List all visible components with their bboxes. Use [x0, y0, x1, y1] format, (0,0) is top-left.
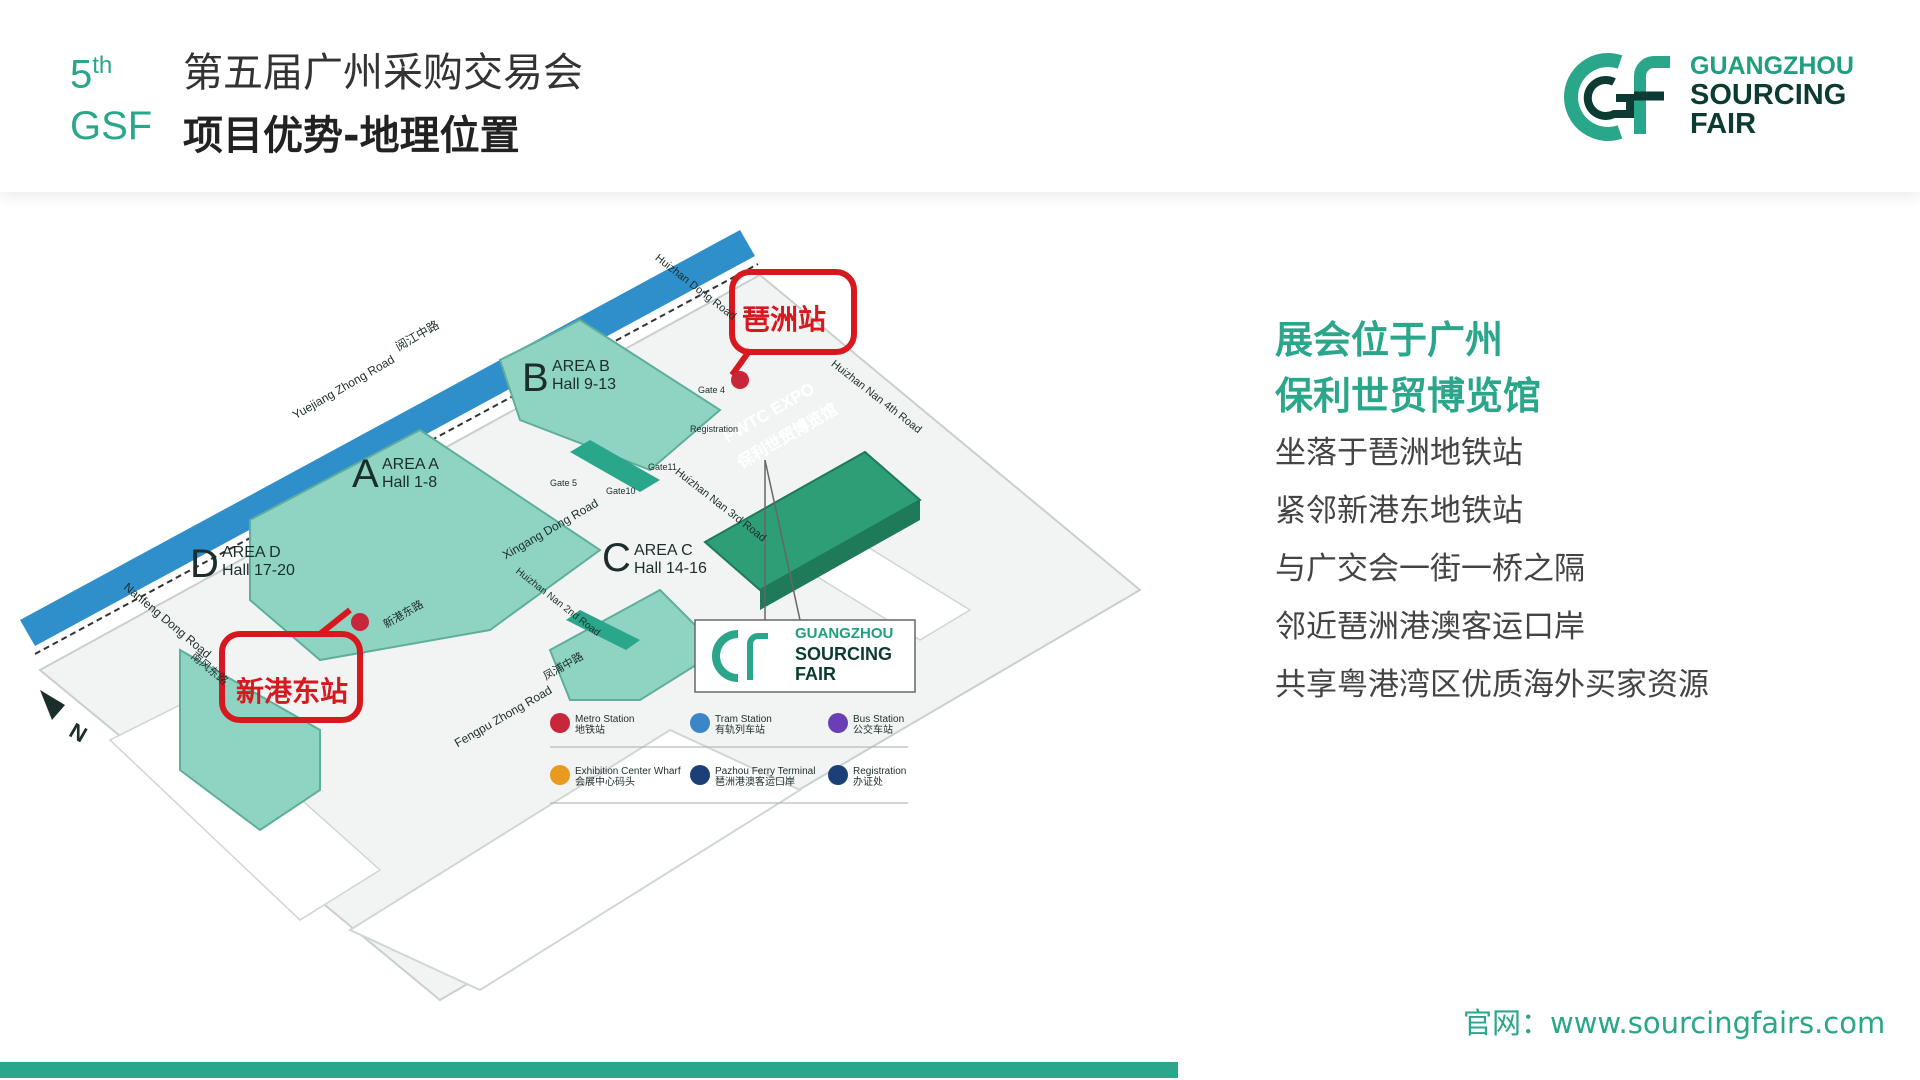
header-bar: 5th GSF 第五届广州采购交易会 项目优势-地理位置 GUANGZHOU S… — [0, 0, 1920, 192]
gate-5-label: Gate 5 — [550, 478, 578, 488]
area-d-name: AREA D — [222, 544, 281, 561]
edition-suffix: th — [92, 52, 113, 79]
hall-area-a — [249, 428, 602, 662]
info-point-4: 邻近琶洲港澳客运口岸 — [1275, 609, 1585, 645]
metro-marker — [351, 613, 369, 631]
metro-marker — [731, 371, 749, 389]
callout-pazhou-station: 琶洲站 — [742, 304, 827, 335]
callout-box-pazhou — [729, 269, 857, 355]
legend-ferry-zh: 琶洲港澳客运口岸 — [715, 777, 795, 788]
hall-link — [570, 440, 660, 492]
legend-metro-en: Metro Station — [575, 714, 635, 725]
area-a-name: AREA A — [382, 456, 439, 473]
page-subtitle: 项目优势-地理位置 — [183, 113, 520, 159]
legend-wharf-en: Exhibition Center Wharf — [575, 766, 681, 777]
logo-line-1: GUANGZHOU — [1690, 52, 1854, 80]
venue-map: 琶洲站 新港东站 A AREA A Hall 1-8 B AREA B Hall… — [20, 230, 1150, 1010]
info-point-1: 坐落于琶洲地铁站 — [1275, 435, 1523, 471]
hall-link — [566, 610, 640, 650]
ferry-terminal-icon — [690, 765, 710, 785]
registration-label: Registration — [690, 424, 739, 434]
area-c-name: AREA C — [634, 542, 693, 559]
legend-bus-zh: 公交车站 — [853, 725, 893, 736]
inset-logo-icon — [712, 630, 739, 682]
hall-area-c — [548, 588, 722, 701]
callout-xingang-station: 新港东站 — [236, 676, 349, 707]
bottom-accent-bar — [0, 1062, 1178, 1078]
legend-ferry-en: Pazhou Ferry Terminal — [715, 766, 816, 777]
pwtc-building-side — [760, 500, 920, 610]
logo-line-2: SOURCING — [1690, 79, 1847, 111]
info-heading-line-1: 展会位于广州 — [1275, 318, 1504, 362]
logo-wordmark: GUANGZHOU SOURCING FAIR — [1690, 52, 1854, 139]
hall-area-d — [179, 648, 321, 832]
callout-box-xingang — [219, 631, 363, 723]
road-block — [347, 728, 803, 992]
gsf-logo-icon — [1564, 53, 1670, 141]
edition-number: 5 — [70, 52, 93, 97]
compass-icon — [40, 690, 65, 720]
metro-station-icon — [550, 713, 570, 733]
hall-area-b — [498, 318, 722, 472]
wharf-icon — [550, 765, 570, 785]
edition-badge: 5th GSF — [70, 40, 152, 152]
logo-line-3: FAIR — [1690, 108, 1757, 140]
area-a-letter: A — [352, 452, 379, 496]
edition-code: GSF — [70, 104, 153, 149]
legend-bus-en: Bus Station — [853, 714, 905, 725]
area-c-letter: C — [602, 536, 631, 580]
inset-logo-line-3: FAIR — [795, 664, 837, 684]
website-link[interactable]: 官网：www.sourcingfairs.com — [1463, 1006, 1886, 1040]
legend-registration-zh: 办证处 — [853, 777, 883, 788]
area-d-letter: D — [190, 542, 219, 586]
venue-map-graphic — [20, 230, 1142, 1002]
gate-4-label: Gate 4 — [698, 385, 726, 395]
area-c-halls: Hall 14-16 — [634, 560, 707, 577]
location-info: 展会位于广州 保利世贸博览馆 坐落于琶洲地铁站 紧邻新港东地铁站 与广交会一街一… — [1275, 312, 1709, 714]
info-point-2: 紧邻新港东地铁站 — [1275, 493, 1523, 529]
page-title: 第五届广州采购交易会 — [183, 50, 583, 96]
legend-tram-en: Tram Station — [715, 714, 772, 725]
inset-logo-line-1: GUANGZHOU — [795, 625, 894, 642]
area-b-halls: Hall 9-13 — [552, 376, 617, 393]
inset-logo-line-2: SOURCING — [795, 644, 893, 664]
info-point-3: 与广交会一街一桥之隔 — [1275, 551, 1585, 587]
area-b-name: AREA B — [552, 358, 610, 375]
info-heading-line-2: 保利世贸博览馆 — [1275, 374, 1542, 418]
registration-icon — [828, 765, 848, 785]
area-b-letter: B — [522, 356, 549, 400]
gate-11-label: Gate11 — [648, 462, 677, 472]
info-point-5: 共享粤港湾区优质海外买家资源 — [1275, 667, 1709, 703]
area-d-halls: Hall 17-20 — [222, 562, 295, 579]
legend-tram-zh: 有轨列车站 — [715, 725, 765, 736]
area-a-halls: Hall 1-8 — [382, 474, 438, 491]
legend-metro-zh: 地铁站 — [575, 725, 605, 736]
gate-10-label: Gate10 — [606, 486, 636, 496]
legend-wharf-zh: 会展中心码头 — [575, 777, 635, 788]
bus-station-icon — [828, 713, 848, 733]
tram-station-icon — [690, 713, 710, 733]
legend-registration-en: Registration — [853, 766, 907, 777]
